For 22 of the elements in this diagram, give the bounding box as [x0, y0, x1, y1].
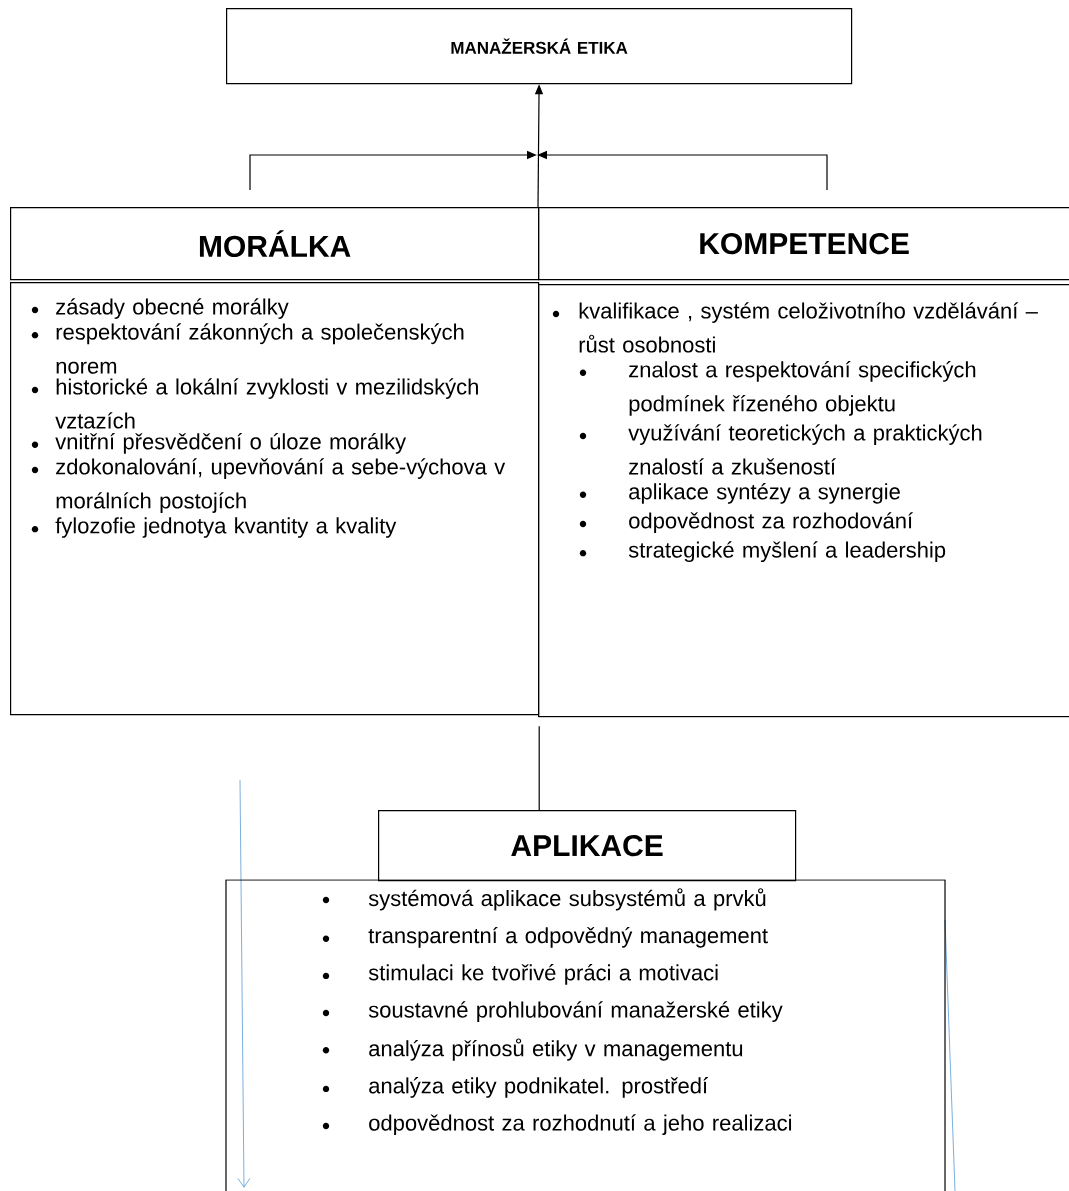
bullet-item: zdokonalování, upevňování a sebe-výchova v morálních postojích	[31, 458, 506, 513]
bullet-item: vnitřní přesvědčení o úloze morálky	[31, 433, 407, 454]
title-box: MANAŽERSKÁ ETIKA	[226, 8, 853, 85]
bullet-item: aplikace syntézy a synergie	[579, 483, 900, 504]
bullet-item: odpovědnost za rozhodnutí a jeho realizaci	[322, 1114, 791, 1136]
header-box: APLIKACE	[378, 810, 797, 882]
bullet-item: transparentní a odpovědný management	[322, 926, 768, 948]
bullet-item: respektování zákonných a společenských norem	[31, 323, 464, 374]
header-box: KOMPETENCE	[538, 207, 1069, 281]
bullet-item: strategické myšlení a leadership	[579, 541, 946, 563]
bullet-item: analýza přínosů etiky v managementu	[322, 1038, 743, 1061]
bullet-item: analýza etiky podnikatel. prostředí	[322, 1077, 708, 1098]
bullet-item: využívání teoretických a praktických znalostí a zkušeností	[579, 424, 982, 475]
bullet-item: zásady obecné morálky	[31, 298, 289, 319]
bullet-item: systémová aplikace subsystémů a prvků	[322, 888, 766, 911]
bullet-item: odpovědnost za rozhodování	[579, 512, 913, 533]
bullet-item: soustavné prohlubování manažerské etiky	[322, 1001, 783, 1022]
header-box: MORÁLKA	[10, 207, 540, 281]
bullet-item: stimulaci ke tvořivé práci a motivaci	[322, 964, 718, 985]
connector-line	[538, 725, 540, 811]
bullet-item: fylozofie jednotya kvantity a kvality	[31, 517, 397, 538]
bullet-item: historické a lokální zvyklosti v mezilidských vztazích	[31, 378, 478, 429]
